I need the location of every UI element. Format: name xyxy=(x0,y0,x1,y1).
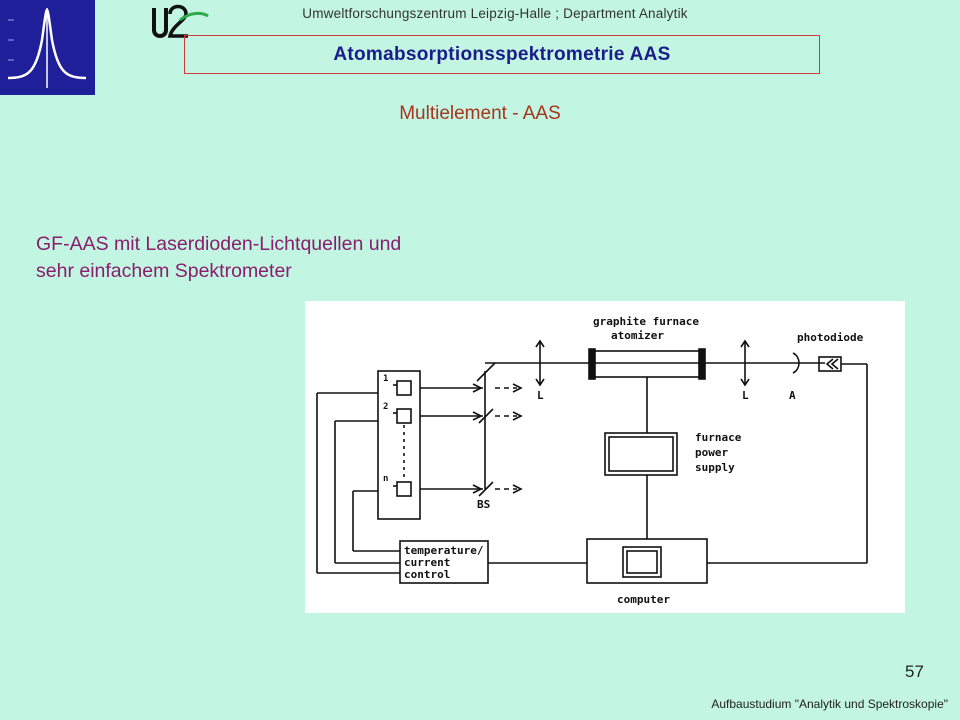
description-text: GF-AAS mit Laserdioden-Lichtquellen und … xyxy=(36,233,402,282)
temperature-current-control xyxy=(399,540,489,584)
label-temp-3: control xyxy=(404,568,450,581)
page-number: 57 xyxy=(905,662,924,681)
label-aperture: A xyxy=(789,389,796,402)
graphite-furnace xyxy=(592,350,702,378)
computer xyxy=(586,538,708,584)
laser-diode-n xyxy=(393,481,412,497)
label-beam-splitter: BS xyxy=(477,498,490,511)
laser-diode-1 xyxy=(393,380,412,396)
slide-subtitle: Multielement - AAS xyxy=(399,103,561,124)
institute-header: Umweltforschungszentrum Leipzig-Halle ; … xyxy=(302,6,688,21)
furnace-power-supply xyxy=(604,432,678,476)
label-power-1: furnace xyxy=(695,431,742,444)
label-graphite-furnace: graphite furnace xyxy=(593,315,699,328)
label-laser-2: 2 xyxy=(383,402,388,412)
label-laser-1: 1 xyxy=(383,374,388,384)
ufz-logo xyxy=(150,2,210,42)
label-laser-n: n xyxy=(383,474,388,484)
label-lens-1: L xyxy=(537,389,544,402)
label-computer: computer xyxy=(617,593,670,606)
laser-diode-2 xyxy=(393,408,412,424)
label-atomizer: atomizer xyxy=(611,329,664,342)
spectrum-logo xyxy=(0,0,95,95)
footer-text: Aufbaustudium "Analytik und Spektroskopi… xyxy=(711,697,948,711)
page-title: Atomabsorptionsspektrometrie AAS xyxy=(184,35,820,74)
label-power-2: power xyxy=(695,446,728,459)
label-lens-2: L xyxy=(742,389,749,402)
label-photodiode: photodiode xyxy=(797,331,864,344)
label-power-3: supply xyxy=(695,461,735,474)
aas-setup-diagram: graphite furnace atomizer photodiode L L… xyxy=(305,301,905,613)
laser-diode-rack xyxy=(377,370,421,520)
label-temp-2: current xyxy=(404,556,450,569)
label-temp-1: temperature/ xyxy=(404,544,484,557)
